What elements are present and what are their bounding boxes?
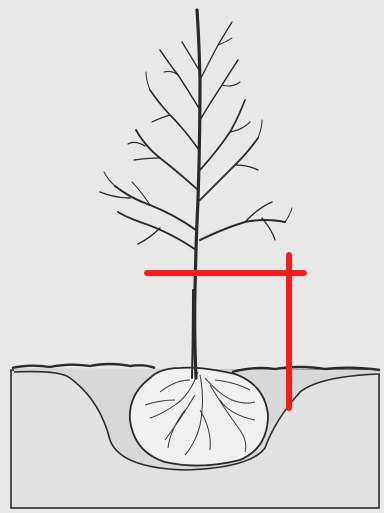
root-ball-icon: [130, 368, 268, 466]
tree-icon: [100, 10, 292, 378]
